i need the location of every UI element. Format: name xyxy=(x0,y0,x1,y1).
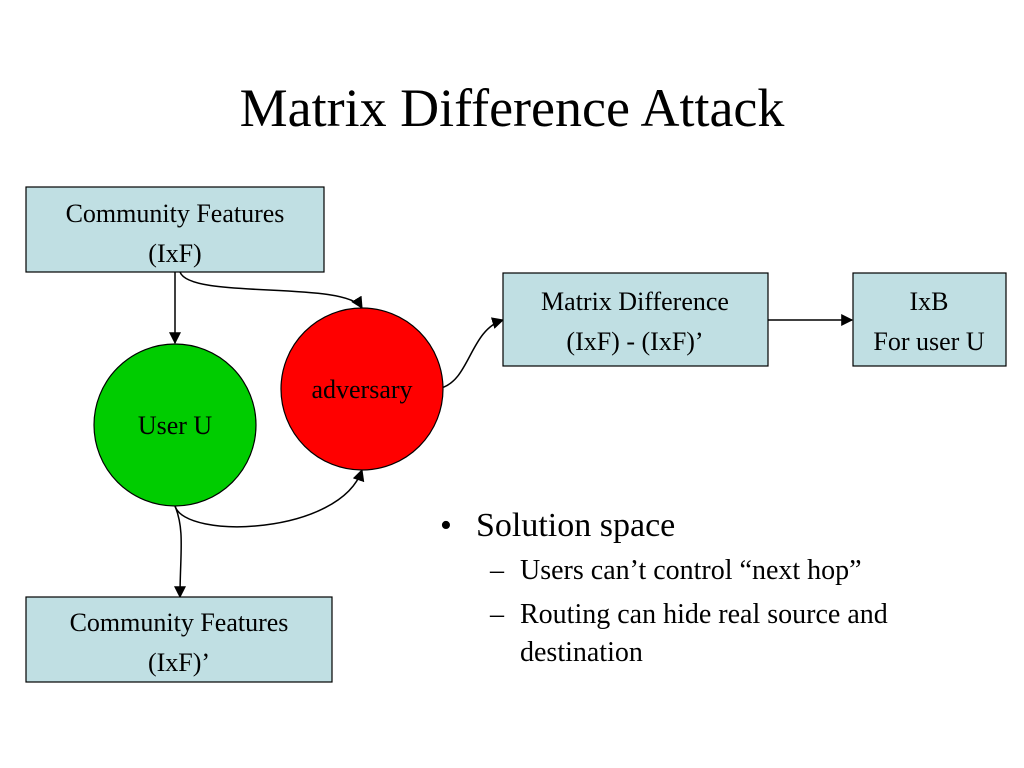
arrow-community-to-adversary xyxy=(179,271,363,310)
sub-bullet-list: – Users can’t control “next hop” – Routi… xyxy=(432,552,992,672)
sub-bullet-marker: – xyxy=(490,555,504,586)
matrix-difference-label: Matrix Difference xyxy=(541,287,729,316)
bullet-solution-space: • Solution space xyxy=(432,504,992,548)
matrix-difference-formula: (IxF) - (IxF)’ xyxy=(566,327,703,356)
community-features-prime-formula: (IxF)’ xyxy=(148,648,210,677)
user-label: User U xyxy=(138,411,213,440)
sub-bullet-routing: – Routing can hide real source and desti… xyxy=(432,596,992,672)
ixb-label: IxB xyxy=(910,287,949,316)
sub-bullet-marker: – xyxy=(490,599,504,630)
arrow-adversary-to-matrix-difference xyxy=(440,317,505,389)
arrow-user-to-community-prime xyxy=(174,505,187,599)
user-node: User U xyxy=(93,343,257,507)
community-features-prime-label: Community Features xyxy=(70,608,289,637)
solution-bullets: • Solution space – Users can’t control “… xyxy=(432,504,992,678)
slide-title: Matrix Difference Attack xyxy=(239,78,785,138)
matrix-difference-box: Matrix Difference (IxF) - (IxF)’ xyxy=(502,272,769,367)
adversary-node: adversary xyxy=(280,307,444,471)
sub-bullet-next-hop: – Users can’t control “next hop” xyxy=(432,552,992,590)
community-features-formula: (IxF) xyxy=(148,239,201,268)
sub-bullet-text: Users can’t control “next hop” xyxy=(520,555,862,586)
ixb-target: For user U xyxy=(873,327,984,356)
arrow-user-to-adversary xyxy=(174,468,365,528)
sub-bullet-text: Routing can hide real source and destina… xyxy=(520,599,888,668)
ixb-box: IxB For user U xyxy=(852,272,1007,367)
bullet-main-text: Solution space xyxy=(476,507,676,544)
community-features-box: Community Features (IxF) xyxy=(25,186,325,273)
community-features-prime-box: Community Features (IxF)’ xyxy=(25,596,333,683)
bullet-marker: • xyxy=(440,507,452,544)
adversary-label: adversary xyxy=(311,375,412,404)
community-features-label: Community Features xyxy=(66,199,285,228)
